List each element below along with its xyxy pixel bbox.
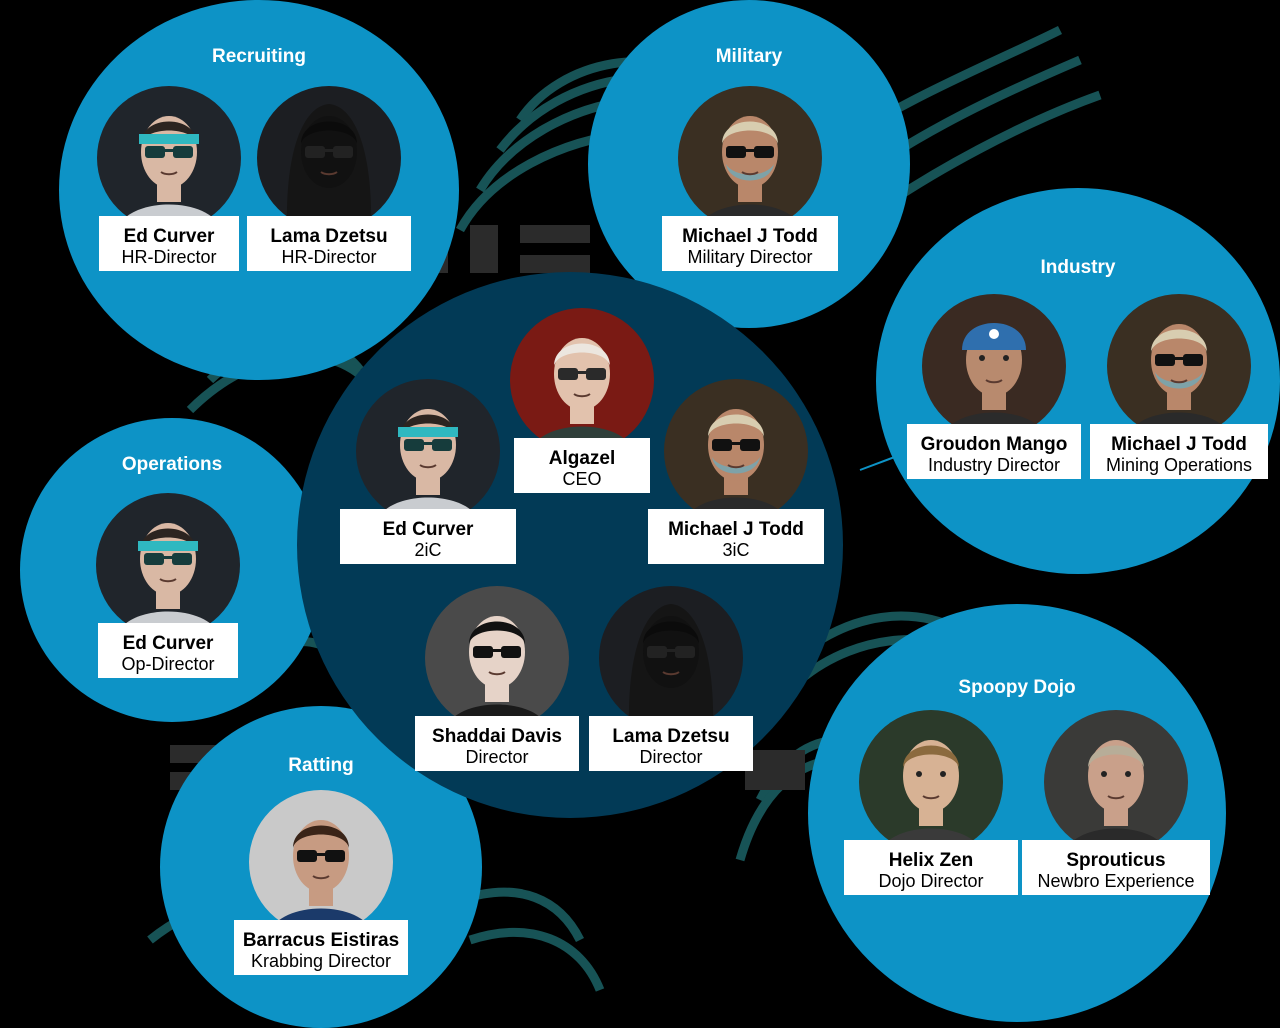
- avatar-shaddai-davis: [425, 586, 569, 730]
- ratting-bubble: Ratting Barracus Eistiras Krabbing Direc…: [160, 706, 482, 1028]
- dojo-title: Spoopy Dojo: [958, 677, 1076, 698]
- recruiting-title: Recruiting: [212, 46, 306, 67]
- recruiting-bubble: Recruiting Ed Curver HR-Director Lama Dz…: [59, 0, 459, 380]
- industry-bubble: Industry Groudon Mango Industry Director…: [876, 188, 1280, 574]
- member-role: Newbro Experience: [1037, 871, 1195, 891]
- operations-title: Operations: [121, 454, 223, 475]
- member-role: Director: [465, 747, 529, 767]
- ratting-title: Ratting: [288, 755, 354, 776]
- member-role: Mining Operations: [1105, 455, 1253, 475]
- member-name: Ed Curver: [122, 633, 214, 654]
- member-role: CEO: [562, 469, 602, 489]
- member-card: Lama Dzetsu Director: [589, 716, 753, 771]
- member-role: HR-Director: [281, 247, 377, 267]
- member-card: Ed Curver 2iC: [340, 509, 516, 564]
- avatar-lama-dzetsu: [257, 86, 401, 230]
- member-name: Lama Dzetsu: [270, 226, 388, 247]
- member-card: Lama Dzetsu HR-Director: [247, 216, 411, 271]
- member-card: Michael J Todd 3iC: [648, 509, 824, 564]
- avatar-michael-j-todd: [664, 379, 808, 523]
- member-card: Helix Zen Dojo Director: [844, 840, 1018, 895]
- member-role: Dojo Director: [878, 871, 984, 891]
- member-card: Sprouticus Newbro Experience: [1022, 840, 1210, 895]
- member-card: Groudon Mango Industry Director: [907, 424, 1081, 479]
- military-title: Military: [715, 46, 783, 67]
- industry-title: Industry: [1040, 257, 1116, 278]
- member-role: 3iC: [722, 540, 750, 560]
- member-card: Algazel CEO: [514, 438, 650, 493]
- member-role: Op-Director: [121, 654, 215, 674]
- member-role: Krabbing Director: [250, 951, 392, 971]
- member-card: Michael J Todd Military Director: [662, 216, 838, 271]
- avatar-michael-j-todd: [1107, 294, 1251, 438]
- member-name: Shaddai Davis: [432, 726, 562, 747]
- avatar-helix-zen: [859, 710, 1003, 854]
- avatar-algazel: [510, 308, 654, 452]
- member-role: Director: [639, 747, 703, 767]
- member-card: Barracus Eistiras Krabbing Director: [234, 920, 408, 975]
- avatar-sprouticus: [1044, 710, 1188, 854]
- member-name: Algazel: [548, 448, 616, 469]
- military-bubble: Military Michael J Todd Military Directo…: [588, 0, 910, 328]
- avatar-ed-curver: [96, 493, 240, 637]
- member-role: Military Director: [687, 247, 813, 267]
- member-role: 2iC: [414, 540, 442, 560]
- avatar-groudon-mango: [922, 294, 1066, 438]
- member-name: Michael J Todd: [682, 226, 818, 247]
- member-name: Michael J Todd: [1111, 434, 1247, 455]
- member-name: Sprouticus: [1066, 850, 1166, 871]
- member-role: Industry Director: [927, 455, 1061, 475]
- avatar-barracus-eistiras: [249, 790, 393, 934]
- member-name: Barracus Eistiras: [242, 930, 400, 951]
- member-role: HR-Director: [121, 247, 217, 267]
- avatar-lama-dzetsu: [599, 586, 743, 730]
- member-name: Helix Zen: [888, 850, 974, 871]
- member-card: Michael J Todd Mining Operations: [1090, 424, 1268, 479]
- member-name: Ed Curver: [123, 226, 215, 247]
- member-card: Ed Curver HR-Director: [99, 216, 239, 271]
- avatar-ed-curver: [356, 379, 500, 523]
- avatar-michael-j-todd: [678, 86, 822, 230]
- member-name: Michael J Todd: [668, 519, 804, 540]
- dojo-bubble: Spoopy Dojo Helix Zen Dojo Director Spro…: [808, 604, 1226, 1022]
- member-name: Groudon Mango: [920, 434, 1068, 455]
- member-card: Shaddai Davis Director: [415, 716, 579, 771]
- member-name: Lama Dzetsu: [612, 726, 730, 747]
- member-name: Ed Curver: [382, 519, 474, 540]
- operations-bubble: Operations Ed Curver Op-Director: [20, 418, 324, 722]
- avatar-ed-curver: [97, 86, 241, 230]
- leadership-bubble: Algazel CEO Ed Curver 2iC Michael J Todd…: [297, 272, 843, 818]
- member-card: Ed Curver Op-Director: [98, 623, 238, 678]
